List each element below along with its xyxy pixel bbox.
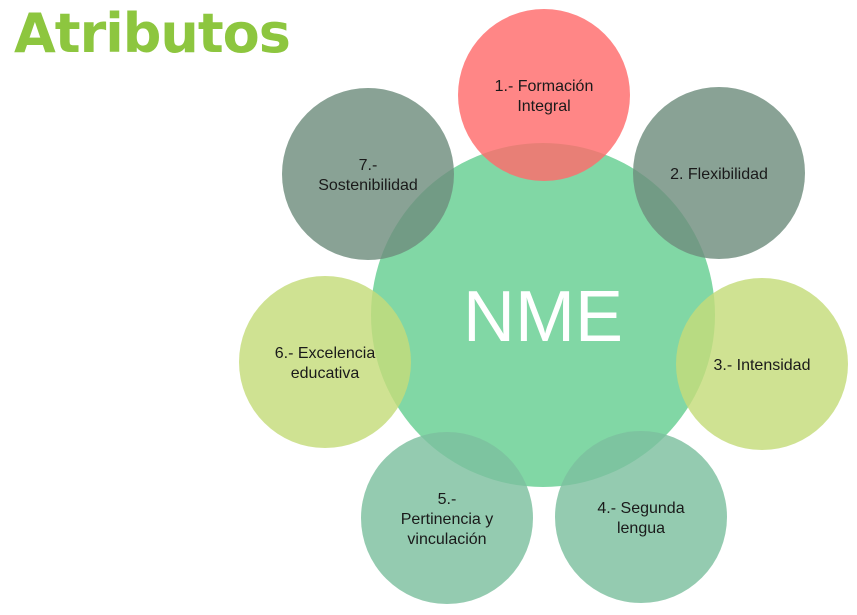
attribute-circle-5	[361, 432, 533, 604]
attribute-circle-4	[555, 431, 727, 603]
attribute-node-4: 4.- Segunda lengua	[555, 431, 727, 603]
attribute-node-6: 6.- Excelencia educativa	[239, 276, 411, 448]
attribute-label-1-line-2: Integral	[517, 98, 570, 115]
attribute-label-4-line-1: 4.- Segunda	[597, 500, 684, 517]
attribute-label-7-line-2: Sostenibilidad	[318, 177, 418, 194]
center-label: NME	[463, 277, 623, 357]
attribute-label-6-line-1: 6.- Excelencia	[275, 345, 376, 362]
attribute-label-3-line-1: 3.- Intensidad	[714, 357, 811, 374]
attribute-label-5-line-3: vinculación	[407, 531, 486, 548]
attribute-node-7: 7.- Sostenibilidad	[282, 88, 454, 260]
attribute-node-3: 3.- Intensidad	[676, 278, 848, 450]
attribute-label-6-line-2: educativa	[291, 365, 360, 382]
attribute-circle-3	[676, 278, 848, 450]
attribute-circle-7	[282, 88, 454, 260]
attribute-label-4-line-2: lengua	[617, 520, 665, 537]
attribute-label-5-line-2: Pertinencia y	[401, 511, 494, 528]
center-circle	[371, 143, 715, 487]
attribute-circle-1	[458, 9, 630, 181]
attribute-node-2: 2. Flexibilidad	[633, 87, 805, 259]
attribute-label-5-line-1: 5.-	[438, 491, 457, 508]
attribute-label-1-line-1: 1.- Formación	[495, 78, 594, 95]
page-title: Atributos	[14, 2, 291, 65]
attribute-node-5: 5.- Pertinencia y vinculación	[361, 432, 533, 604]
attribute-circle-6	[239, 276, 411, 448]
attribute-label-7-line-1: 7.-	[359, 157, 378, 174]
attribute-circle-2	[633, 87, 805, 259]
attribute-label-2-line-1: 2. Flexibilidad	[670, 166, 768, 183]
